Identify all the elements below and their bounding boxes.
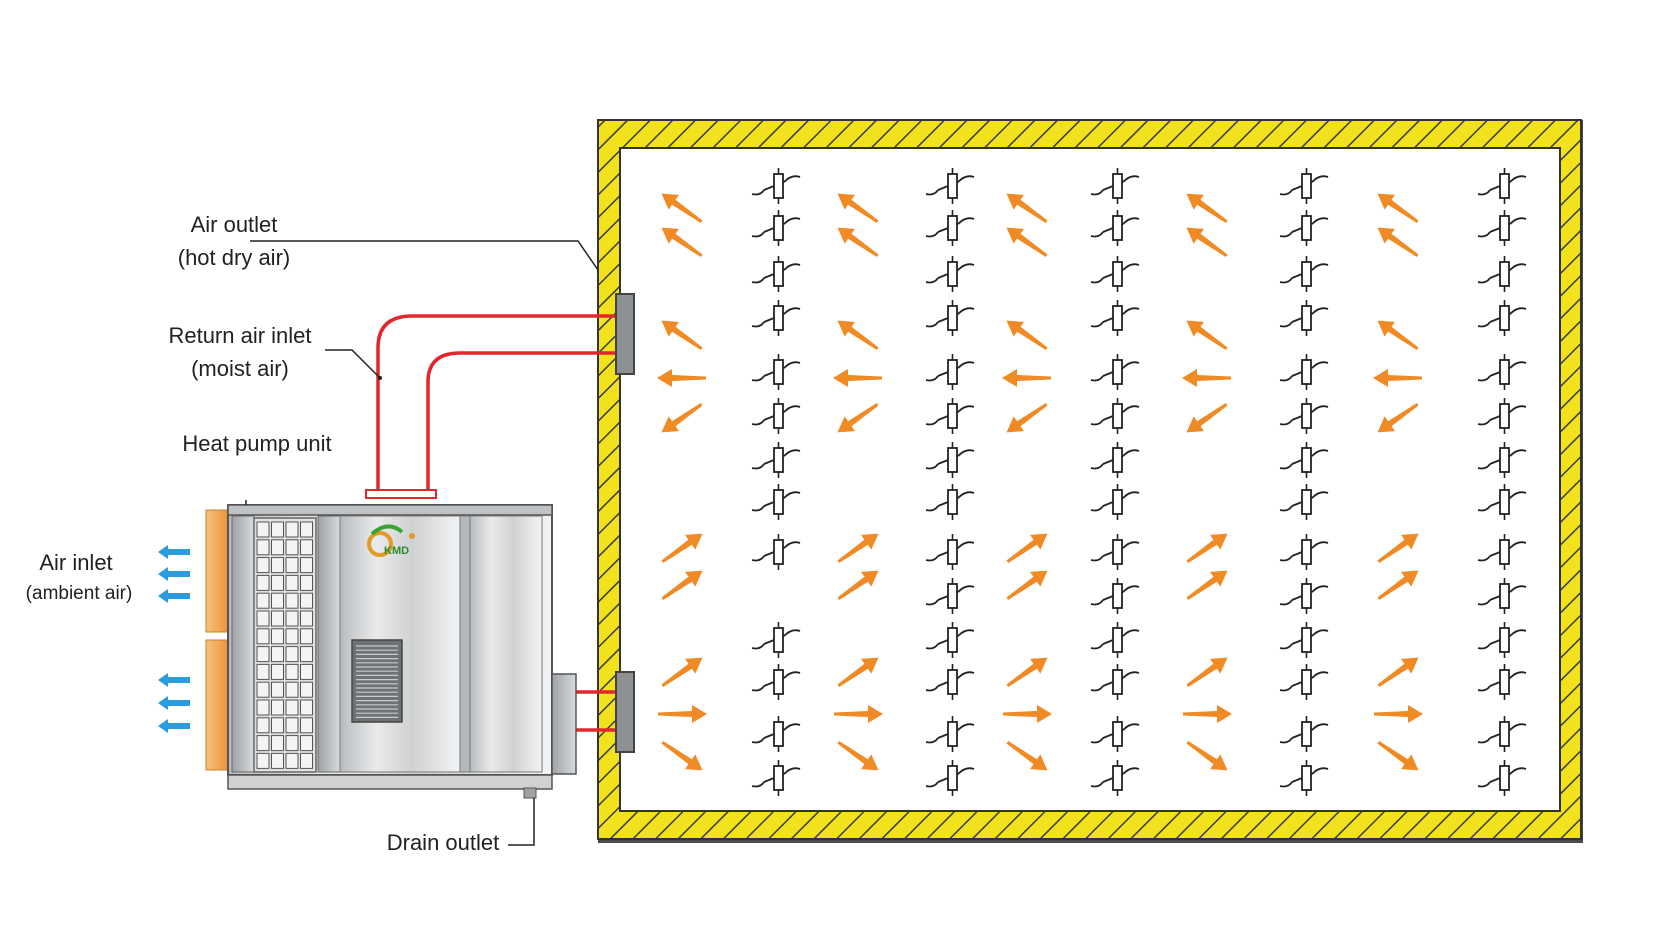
heat-pump-label: Heat pump unit	[182, 431, 332, 456]
arrow-icon	[158, 696, 190, 710]
logo-text: KMD	[384, 545, 409, 557]
air-inlet-label: Air inlet	[39, 550, 113, 575]
drain-outlet-label: Drain outlet	[386, 830, 500, 855]
arrow-icon	[158, 567, 190, 581]
return-inlet-sublabel: (moist air)	[191, 356, 289, 381]
air-outlet-label: Air outlet	[190, 212, 278, 237]
arrow-icon	[158, 545, 190, 559]
arrow-icon	[158, 673, 190, 687]
brand-logo: KMD	[367, 524, 415, 557]
drying-chamber	[597, 119, 1583, 843]
ambient-airflow-arrows	[158, 545, 190, 733]
air-outlet-sublabel: (hot dry air)	[177, 245, 291, 270]
return-inlet-label: Return air inlet	[168, 323, 312, 348]
leader-lines	[245, 240, 599, 846]
arrow-icon	[158, 719, 190, 733]
arrow-icon	[158, 589, 190, 603]
duct-flanges	[365, 293, 635, 753]
air-inlet-sublabel: (ambient air)	[25, 583, 133, 604]
air-ducts	[376, 314, 620, 732]
